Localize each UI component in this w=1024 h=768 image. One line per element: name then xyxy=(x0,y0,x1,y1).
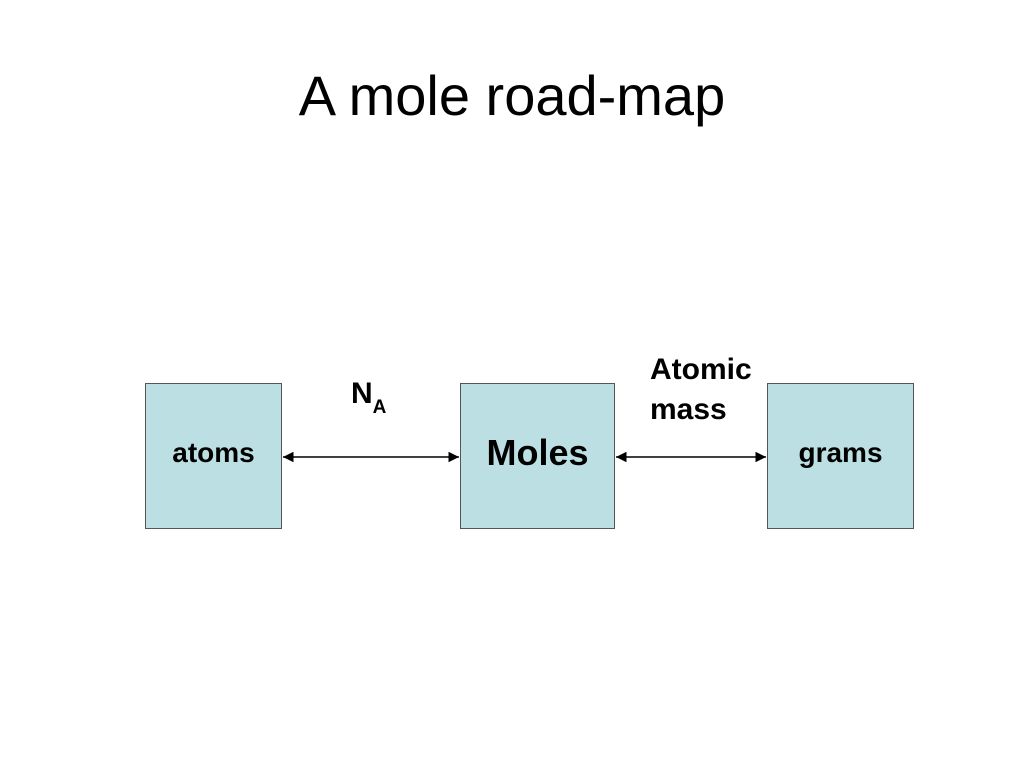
edge-label-avogadro-sub: A xyxy=(372,397,387,418)
edge-label-avogadro: NA xyxy=(351,376,387,418)
edge-label-atomic-mass: Atomic mass xyxy=(650,350,752,430)
edge-label-avogadro-main: N xyxy=(351,377,373,410)
node-moles: Moles xyxy=(460,383,615,529)
node-atoms-label: atoms xyxy=(172,437,255,468)
edge-label-atomic-mass-line1: Atomic xyxy=(650,353,752,386)
node-grams: grams xyxy=(767,383,914,529)
node-grams-label: grams xyxy=(798,437,883,468)
page-title: A mole road-map xyxy=(298,64,726,127)
node-atoms: atoms xyxy=(145,383,282,529)
edge-label-atomic-mass-line2: mass xyxy=(650,393,727,426)
node-moles-label: Moles xyxy=(486,432,589,473)
